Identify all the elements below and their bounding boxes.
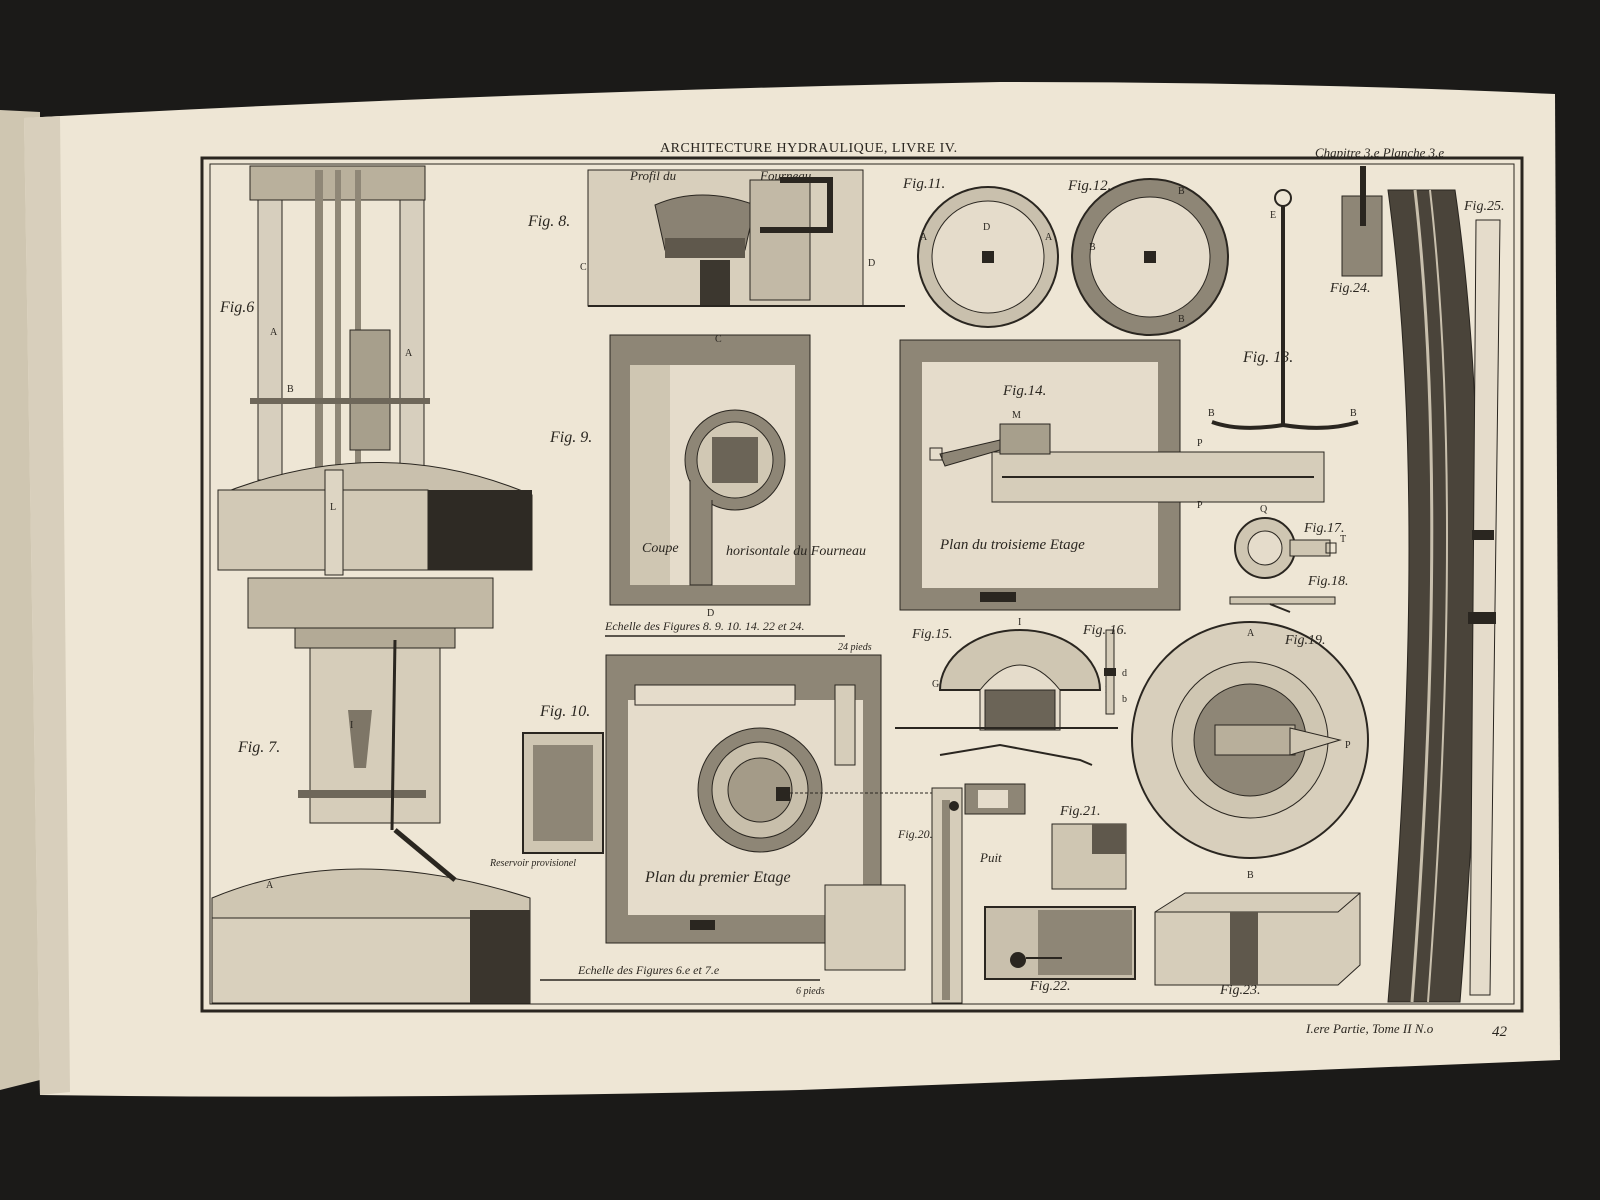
plate-frame-inner — [209, 163, 1515, 1005]
figure-9-drawing: C D — [609, 334, 811, 619]
svg-text:d: d — [1122, 668, 1127, 679]
svg-text:M: M — [1012, 410, 1021, 421]
svg-text:L: L — [330, 502, 336, 513]
svg-text:B: B — [1178, 186, 1185, 197]
figure-20-label: Fig.20. — [897, 827, 933, 841]
header-chapter: Chapitre 3.e Planche 3.e — [1315, 145, 1444, 160]
figure-11-drawing: A A D — [917, 186, 1059, 328]
figure-13-drawing: E B B — [1208, 189, 1359, 430]
svg-text:B: B — [1208, 408, 1215, 419]
scale-1-caption: Echelle des Figures 8. 9. 10. 14. 22 et … — [604, 619, 805, 633]
figure-17-label: Fig.17. — [1303, 521, 1344, 536]
figure-25-label: Fig.25. — [1463, 199, 1504, 214]
figure-16-drawing: d b — [1104, 629, 1127, 715]
figure-19-label: Fig.19. — [1284, 633, 1325, 648]
svg-text:A: A — [1247, 628, 1255, 639]
svg-text:G: G — [932, 679, 939, 690]
figure-21-label: Fig.21. — [1059, 804, 1100, 819]
svg-text:D: D — [868, 258, 875, 269]
svg-text:B: B — [1089, 242, 1096, 253]
profil-caption: Profil du — [629, 168, 677, 183]
figure-9-label: Fig. 9. — [549, 429, 592, 446]
figure-23-drawing — [1154, 892, 1361, 986]
svg-text:T: T — [1340, 534, 1346, 545]
figure-19-drawing: A B P — [1131, 621, 1369, 881]
svg-text:B: B — [287, 384, 294, 395]
svg-text:B: B — [1178, 314, 1185, 325]
svg-text:C: C — [580, 262, 587, 273]
figure-24-drawing — [1341, 166, 1383, 277]
figure-12-drawing: B B B — [1071, 178, 1229, 336]
figure-15-label: Fig.15. — [911, 627, 952, 642]
figure-24-label: Fig.24. — [1329, 281, 1370, 296]
plan-premier-caption: Plan du premier Etage — [644, 869, 791, 886]
footer-page-number: 42 — [1492, 1024, 1508, 1040]
coupe-caption: Coupe — [642, 541, 679, 556]
figure-22-label: Fig.22. — [1029, 979, 1070, 994]
svg-text:A: A — [405, 348, 413, 359]
figure-10-drawing — [522, 654, 940, 971]
svg-text:b: b — [1122, 694, 1127, 705]
plate-frame-outer — [200, 156, 1524, 1013]
figure-14-drawing: M P P — [899, 339, 1325, 611]
svg-text:B: B — [1247, 870, 1254, 881]
figure-8-label: Fig. 8. — [527, 213, 570, 230]
figure-13-label: Fig. 13. — [1242, 349, 1293, 366]
figure-16-label: Fig. 16. — [1082, 623, 1127, 638]
svg-text:C: C — [715, 334, 722, 345]
svg-text:A: A — [1045, 232, 1053, 243]
fourneau-caption: Fourneau — [759, 168, 812, 183]
footer-volume: I.ere Partie, Tome II N.o — [1305, 1021, 1434, 1036]
figure-11-label: Fig.11. — [902, 176, 945, 192]
figure-15-drawing: I G H — [895, 617, 1118, 766]
svg-text:A: A — [266, 880, 274, 891]
scale-1-end: 24 pieds — [838, 642, 872, 653]
svg-text:P: P — [1197, 500, 1203, 511]
svg-text:D: D — [983, 222, 990, 233]
svg-text:P: P — [1197, 438, 1203, 449]
plan-troisieme-caption: Plan du troisieme Etage — [939, 537, 1085, 553]
figure-20-drawing — [931, 783, 1026, 1004]
svg-text:I: I — [1018, 617, 1021, 628]
svg-text:A: A — [270, 327, 278, 338]
svg-text:A: A — [920, 232, 928, 243]
svg-text:P: P — [1345, 740, 1351, 751]
figure-7-drawing: I A — [211, 577, 531, 1004]
figure-6-label: Fig.6 — [219, 299, 254, 316]
svg-text:E: E — [1270, 210, 1276, 221]
page-fold-shadow — [24, 116, 70, 1095]
figure-8-drawing: C D — [580, 169, 905, 307]
svg-text:Q: Q — [1260, 504, 1268, 515]
figure-22-drawing — [984, 906, 1136, 980]
figure-17-18-drawing: Q T — [1229, 504, 1346, 613]
horisontale-caption: horisontale du Fourneau — [726, 544, 866, 559]
svg-text:D: D — [707, 608, 714, 619]
figure-18-label: Fig.18. — [1307, 574, 1348, 589]
svg-text:B: B — [1350, 408, 1357, 419]
figure-7-label: Fig. 7. — [237, 739, 280, 756]
scale-2-end: 6 pieds — [796, 986, 825, 997]
figure-12-label: Fig.12. — [1067, 178, 1111, 194]
figure-6-drawing: A A B L — [217, 165, 533, 576]
figure-25-drawing — [1468, 219, 1501, 996]
reservoir-caption: Reservoir provisionel — [489, 858, 576, 869]
scale-2-caption: Echelle des Figures 6.e et 7.e — [577, 963, 720, 977]
puit-caption: Puit — [979, 850, 1002, 865]
figure-23-label: Fig.23. — [1219, 983, 1260, 998]
figure-21-drawing — [1051, 823, 1127, 890]
header-title: ARCHITECTURE HYDRAULIQUE, LIVRE IV. — [660, 141, 958, 156]
svg-text:I: I — [350, 720, 353, 731]
figure-10-label: Fig. 10. — [539, 703, 590, 720]
figure-14-label: Fig.14. — [1002, 383, 1046, 399]
